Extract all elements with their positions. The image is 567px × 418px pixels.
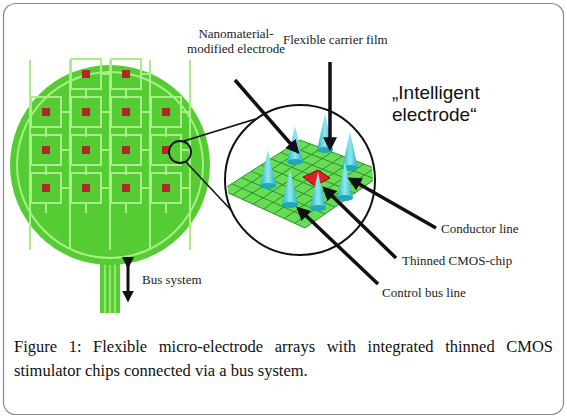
figure-caption: Figure 1: Flexible micro-electrode array…	[14, 335, 553, 383]
part-label: Conductor line	[441, 222, 551, 237]
part-label: Nanomaterial-modified electrode	[186, 27, 286, 57]
part-label: Flexible carrier film	[283, 33, 423, 48]
part-label: Control bus line	[382, 286, 522, 301]
part-label: Bus system	[142, 273, 242, 288]
part-label: Thinned CMOS-chip	[402, 254, 542, 269]
title-label: „Intelligent electrode“	[392, 82, 532, 126]
